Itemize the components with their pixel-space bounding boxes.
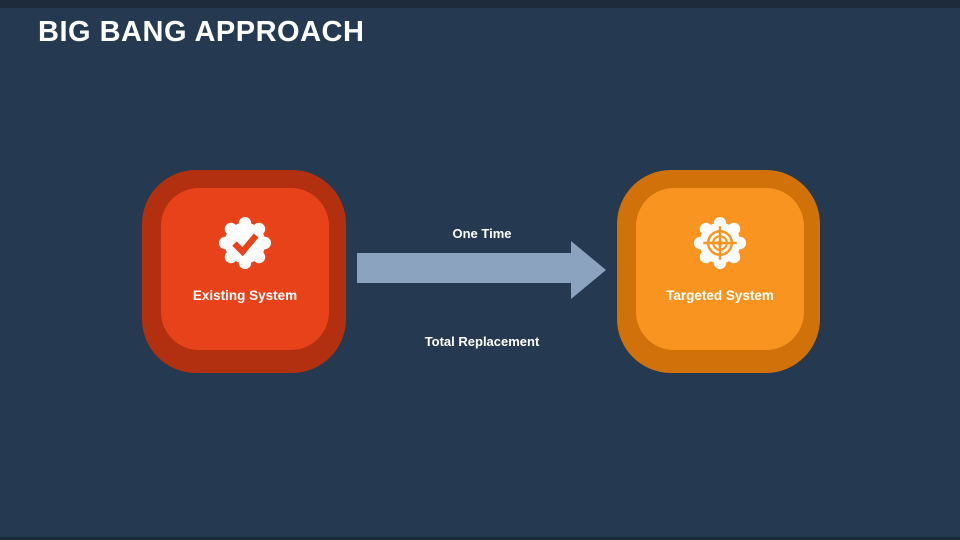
gear-target-icon [693,216,747,270]
existing-system-card-inner: Existing System [161,188,329,350]
targeted-system-card: Targeted System [617,170,820,373]
existing-system-card: Existing System [142,170,346,373]
targeted-system-card-inner: Targeted System [636,188,804,350]
slide-title: BIG BANG APPROACH [38,16,365,48]
right-arrow [357,241,606,299]
existing-system-label: Existing System [192,288,298,303]
top-edge-strip [0,0,960,8]
arrow-caption-below: Total Replacement [424,334,540,349]
bottom-edge-strip [0,537,960,540]
gear-check-icon [218,216,272,270]
targeted-system-label: Targeted System [666,288,774,303]
arrow-caption-above: One Time [452,226,512,241]
